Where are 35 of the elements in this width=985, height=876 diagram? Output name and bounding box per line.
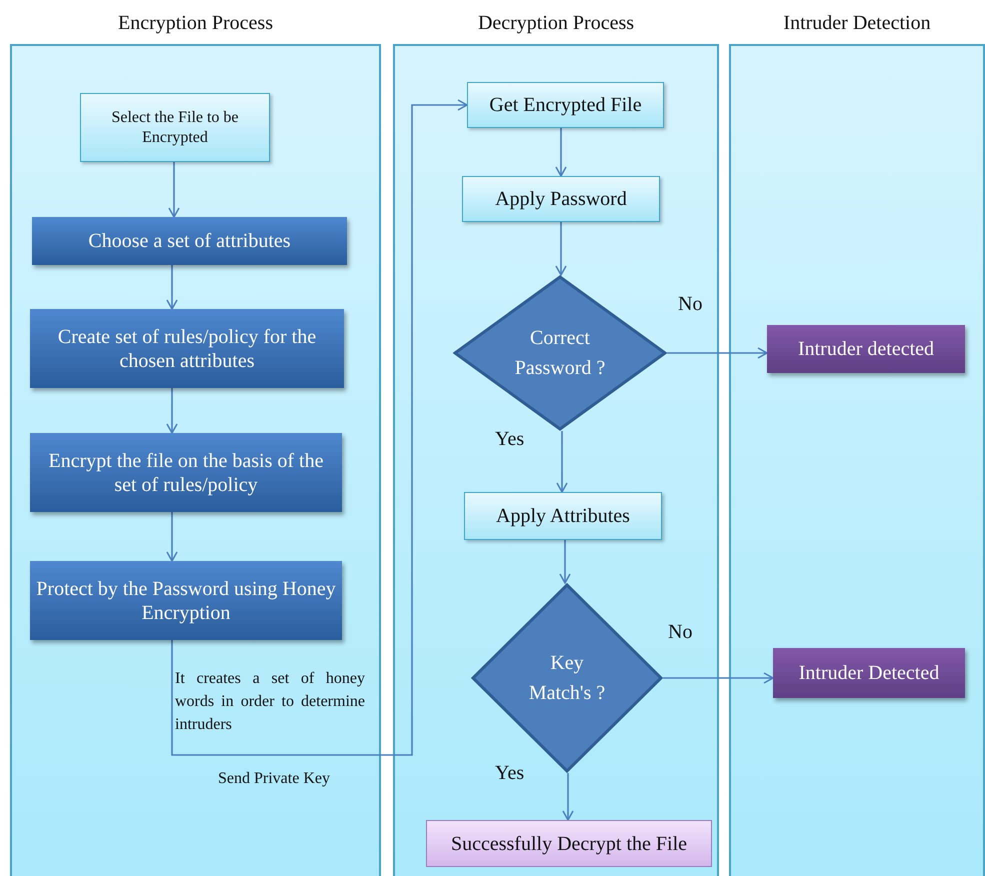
process-box: Apply Password [462, 176, 660, 222]
edge-label: No [668, 621, 692, 644]
decision-label: Key Match's ? [528, 651, 606, 706]
arrow [166, 388, 178, 434]
edge-label: Yes [495, 428, 524, 451]
arrow [555, 222, 567, 276]
arrow [166, 512, 178, 562]
decision-label: Correct Password ? [514, 326, 606, 381]
process-box: Encrypt the file on the basis of the set of rules/policy [30, 433, 342, 512]
process-box: Create set of rules/policy for the chosen attributes [30, 309, 344, 388]
arrow [556, 431, 568, 493]
arrow [562, 773, 574, 821]
arrow [667, 347, 768, 359]
edge-label: No [678, 293, 702, 316]
edge-label: Yes [495, 762, 524, 785]
result-box: Intruder Detected [773, 648, 965, 698]
lane-heading: Intruder Detection [782, 12, 932, 35]
arrow [171, 99, 468, 756]
arrow [663, 672, 774, 684]
process-box: Choose a set of attributes [32, 217, 347, 265]
decision-diamond [453, 275, 667, 431]
process-box: Get Encrypted File [467, 82, 664, 128]
process-box: Select the File to be Encrypted [80, 93, 270, 162]
arrow [555, 128, 567, 177]
note-text: It creates a set of honey words in order to determine intruders [175, 669, 365, 736]
process-box: Apply Attributes [464, 492, 662, 540]
edge-label: Send Private Key [218, 770, 330, 788]
result-box: Intruder detected [767, 325, 965, 373]
arrow [166, 265, 178, 310]
end-box: Successfully Decrypt the File [426, 820, 712, 867]
process-box: Protect by the Password using Honey Encryption [30, 561, 342, 640]
arrow [168, 162, 180, 218]
lane-heading: Encryption Process [117, 12, 274, 35]
lane-heading: Decryption Process [476, 12, 636, 35]
arrow [559, 540, 571, 584]
